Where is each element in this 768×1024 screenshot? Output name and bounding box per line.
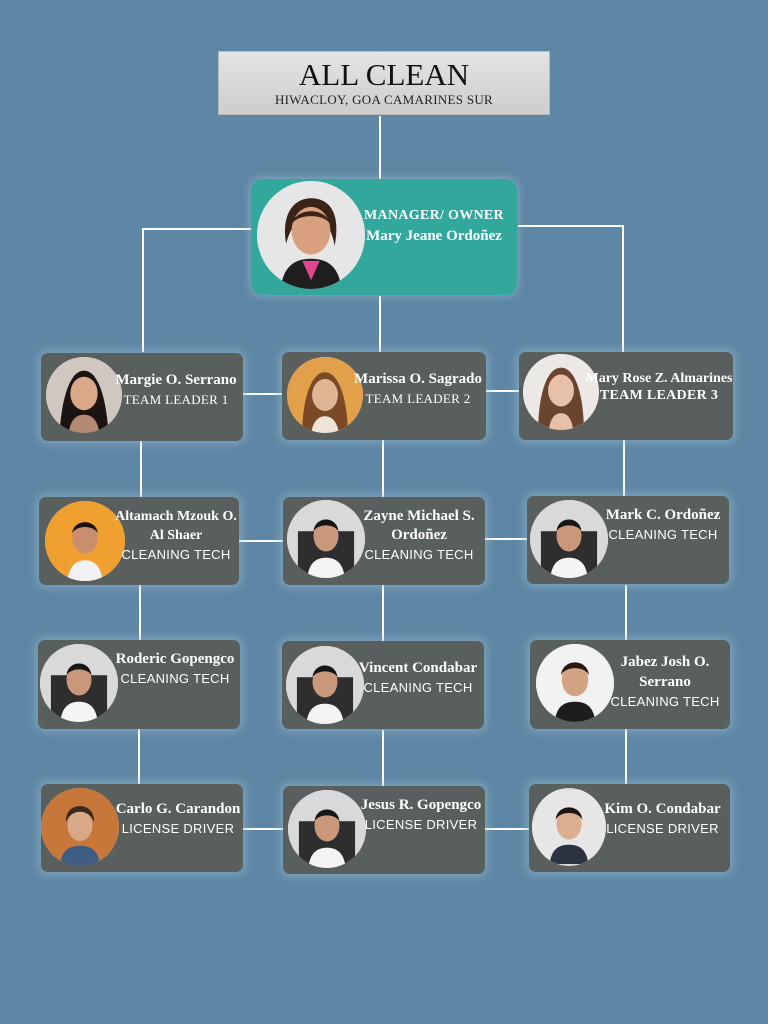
driver-card-1: Carlo G. Carandon LICENSE DRIVER <box>41 784 243 872</box>
driver-3-role: LICENSE DRIVER <box>606 821 719 836</box>
team-leader-2-name: Marissa O. Sagrado <box>354 371 482 387</box>
driver-card-3: Kim O. Condabar LICENSE DRIVER <box>529 784 730 872</box>
team-leader-2-text: Marissa O. Sagrado TEAM LEADER 2 <box>350 370 486 408</box>
team-leader-3-role: TEAM LEADER 3 <box>599 388 719 403</box>
team-leader-3-name: Mary Rose Z. Almarines <box>585 371 733 386</box>
cleaning-tech-2-avatar <box>287 500 365 578</box>
cleaning-tech-card-1: Altamach Mzouk O. Al Shaer CLEANING TECH <box>39 497 239 585</box>
cleaning-tech-6-text: Jabez Josh O. Serrano CLEANING TECH <box>600 652 730 712</box>
cleaning-tech-4-name: Roderic Gopengco <box>115 651 235 667</box>
driver-3-avatar <box>532 788 606 866</box>
cleaning-tech-card-2: Zayne Michael S. Ordoñez CLEANING TECH <box>283 497 485 585</box>
cleaning-tech-2-role: CLEANING TECH <box>364 547 474 562</box>
cleaning-tech-1-name: Altamach Mzouk O. Al Shaer <box>115 509 237 543</box>
cleaning-tech-2-name: Zayne Michael S. Ordoñez <box>363 508 475 543</box>
cleaning-tech-1-avatar <box>45 501 125 581</box>
team-leader-3-text: Mary Rose Z. Almarines TEAM LEADER 3 <box>585 370 733 404</box>
cleaning-tech-4-text: Roderic Gopengco CLEANING TECH <box>110 650 240 688</box>
driver-1-avatar <box>41 788 119 866</box>
cleaning-tech-3-role: CLEANING TECH <box>608 527 718 542</box>
connector-manager-right <box>518 225 624 352</box>
cleaning-tech-6-role: CLEANING TECH <box>610 694 720 709</box>
cleaning-tech-5-role: CLEANING TECH <box>363 680 473 695</box>
driver-2-avatar <box>288 790 366 868</box>
cleaning-tech-3-text: Mark C. Ordoñez CLEANING TECH <box>597 506 729 544</box>
driver-card-2: Jesus R. Gopengco LICENSE DRIVER <box>283 786 485 874</box>
driver-1-text: Carlo G. Carandon LICENSE DRIVER <box>113 800 243 838</box>
cleaning-tech-4-role: CLEANING TECH <box>120 671 230 686</box>
cleaning-tech-5-name: Vincent Condabar <box>358 660 478 676</box>
driver-2-role: LICENSE DRIVER <box>364 817 478 832</box>
cleaning-tech-card-5: Vincent Condabar CLEANING TECH <box>282 641 484 729</box>
manager-avatar <box>257 181 365 289</box>
team-leader-1-role: TEAM LEADER 1 <box>123 392 229 407</box>
driver-3-name: Kim O. Condabar <box>604 801 721 817</box>
driver-3-text: Kim O. Condabar LICENSE DRIVER <box>595 800 730 838</box>
cleaning-tech-5-avatar <box>286 646 364 724</box>
connector-manager-left <box>142 228 252 352</box>
team-leader-card-1: Margie O. Serrano TEAM LEADER 1 <box>41 353 243 441</box>
driver-1-role: LICENSE DRIVER <box>121 821 235 836</box>
manager-card: MANAGER/ OWNER Mary Jeane Ordoñez <box>251 179 517 295</box>
driver-2-text: Jesus R. Gopengco LICENSE DRIVER <box>357 796 485 834</box>
manager-role: MANAGER/ OWNER <box>364 208 504 223</box>
cleaning-tech-1-role: CLEANING TECH <box>121 547 231 562</box>
cleaning-tech-3-avatar <box>530 500 608 578</box>
team-leader-1-text: Margie O. Serrano TEAM LEADER 1 <box>109 371 243 409</box>
cleaning-tech-2-text: Zayne Michael S. Ordoñez CLEANING TECH <box>353 507 485 564</box>
cleaning-tech-4-avatar <box>40 644 118 722</box>
cleaning-tech-card-4: Roderic Gopengco CLEANING TECH <box>38 640 240 729</box>
cleaning-tech-6-avatar <box>536 644 614 722</box>
team-leader-card-2: Marissa O. Sagrado TEAM LEADER 2 <box>282 352 486 440</box>
team-leader-1-avatar <box>46 357 122 433</box>
manager-name: Mary Jeane Ordoñez <box>366 228 502 244</box>
team-leader-card-3: Mary Rose Z. Almarines TEAM LEADER 3 <box>519 352 733 440</box>
manager-text: MANAGER/ OWNER Mary Jeane Ordoñez <box>351 205 517 247</box>
cleaning-tech-5-text: Vincent Condabar CLEANING TECH <box>352 659 484 697</box>
team-leader-2-role: TEAM LEADER 2 <box>365 391 471 406</box>
cleaning-tech-card-6: Jabez Josh O. Serrano CLEANING TECH <box>530 640 730 729</box>
cleaning-tech-card-3: Mark C. Ordoñez CLEANING TECH <box>527 496 729 584</box>
driver-1-name: Carlo G. Carandon <box>115 801 241 817</box>
company-header: ALL CLEAN HIWACLOY, GOA CAMARINES SUR <box>218 51 550 115</box>
driver-2-name: Jesus R. Gopengco <box>360 797 482 813</box>
team-leader-2-avatar <box>287 357 363 433</box>
cleaning-tech-1-text: Altamach Mzouk O. Al Shaer CLEANING TECH <box>113 507 239 564</box>
team-leader-1-name: Margie O. Serrano <box>115 372 237 388</box>
cleaning-tech-3-name: Mark C. Ordoñez <box>605 507 721 523</box>
company-name: ALL CLEAN <box>298 57 470 92</box>
cleaning-tech-6-name: Jabez Josh O. Serrano <box>620 654 710 690</box>
company-address: HIWACLOY, GOA CAMARINES SUR <box>274 92 494 107</box>
team-leader-3-avatar <box>523 354 599 430</box>
